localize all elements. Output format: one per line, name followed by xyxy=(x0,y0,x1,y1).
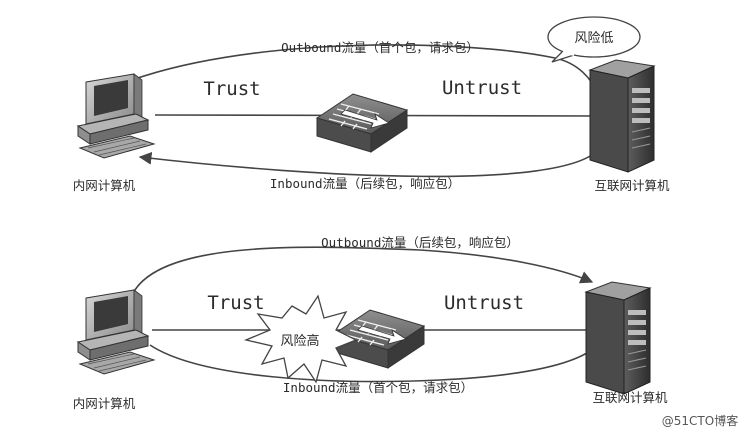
top-diagram: 风险低 Outbound流量（首个包，请求包） Inbound流量（后续包，响应… xyxy=(73,16,670,193)
bottom-diagram: 风险高 Outbound流量（后续包，响应包） Inbound流量（首个包，请求… xyxy=(73,235,668,411)
right-caption: 互联网计算机 xyxy=(592,390,668,405)
trust-label: Trust xyxy=(207,292,264,314)
desktop-computer-icon xyxy=(77,73,155,159)
risk-label: 风险低 xyxy=(574,31,613,46)
left-caption: 内网计算机 xyxy=(73,396,136,411)
firewall-icon xyxy=(316,93,408,153)
risk-label: 风险高 xyxy=(280,333,319,349)
server-tower-icon xyxy=(585,281,651,395)
bottom-outbound-arrow xyxy=(129,246,594,301)
watermark: @51CTO博客 xyxy=(662,413,738,428)
untrust-label: Untrust xyxy=(444,292,524,314)
server-tower-icon xyxy=(589,59,655,173)
risk-burst: 风险高 xyxy=(243,294,358,384)
top-inbound-arrow xyxy=(138,149,599,178)
bottom-inbound-curve xyxy=(149,339,603,383)
untrust-label: Untrust xyxy=(442,77,522,99)
right-caption: 互联网计算机 xyxy=(594,178,670,193)
outbound-label: Outbound流量（后续包，响应包） xyxy=(321,235,519,250)
left-caption: 内网计算机 xyxy=(73,178,136,193)
inbound-label: Inbound流量（后续包，响应包） xyxy=(270,176,460,191)
trust-label: Trust xyxy=(203,78,260,100)
risk-bubble: 风险低 xyxy=(547,16,641,63)
outbound-label: Outbound流量（首个包，请求包） xyxy=(281,40,479,55)
inbound-label: Inbound流量（首个包，请求包） xyxy=(283,380,473,395)
desktop-computer-icon xyxy=(77,289,155,375)
